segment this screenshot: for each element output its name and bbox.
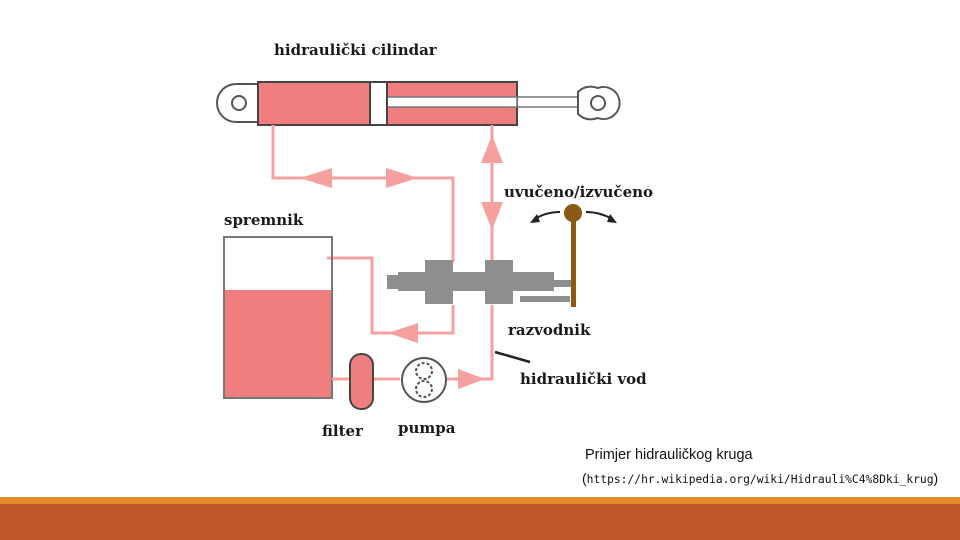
arrow-down-vertical [481,202,503,230]
label-cylinder: hidraulički cilindar [274,41,438,59]
lever-arrowhead-left [530,214,540,223]
valve-spool [398,272,554,291]
tank [223,236,333,399]
arrow-left-upper [300,168,332,188]
label-tank: spremnik [224,211,304,229]
line-label-leader [494,350,531,364]
pump-gear-top [415,362,433,380]
arrow-pump-right [458,369,485,389]
cylinder-lug-hole [231,95,247,111]
filter [332,353,400,410]
arrow-up-vertical [481,135,503,163]
tank-fluid [224,290,332,398]
valve-end-cap [520,296,570,302]
line-tank-return-top [327,256,455,335]
lever-arc-right [585,211,613,220]
source-url[interactable]: https://hr.wikipedia.org/wiki/Hidrauli%C… [586,473,934,486]
label-valve: razvodnik [508,321,591,339]
rod-inside-barrel [386,96,518,108]
label-hydraulic-line: hidraulički vod [520,370,647,388]
line-cylinder-left [271,125,455,262]
directional-valve [387,260,576,304]
lever-knob [564,204,582,222]
label-direction: uvučeno/izvučeno [504,183,653,201]
lever-rod [571,220,576,307]
valve-stem [554,280,576,287]
lever-arc-left [534,211,561,220]
rod-eye-hole [590,95,606,111]
pump-gear-bottom [415,380,433,398]
piston [369,81,388,126]
flow-arrows [300,135,503,389]
valve-cap-left [387,275,399,289]
tank-outline [223,236,333,399]
filter-body [349,353,374,410]
label-filter: filter [322,422,364,440]
lever-arrowhead-right [607,214,617,223]
source-link[interactable]: (https://hr.wikipedia.org/wiki/Hidrauli%… [582,470,939,486]
footer-accent-line [0,497,960,504]
control-lever [530,204,617,307]
valve-land-1 [425,260,453,304]
label-pump: pumpa [398,419,456,437]
valve-land-2 [485,260,513,304]
figure-caption: Primjer hidrauličkog kruga [585,447,753,463]
pump [401,357,447,403]
arrow-right-upper [386,168,418,188]
footer-bar [0,504,960,540]
hydraulic-cylinder [216,81,621,126]
arrow-return-left [388,323,418,343]
